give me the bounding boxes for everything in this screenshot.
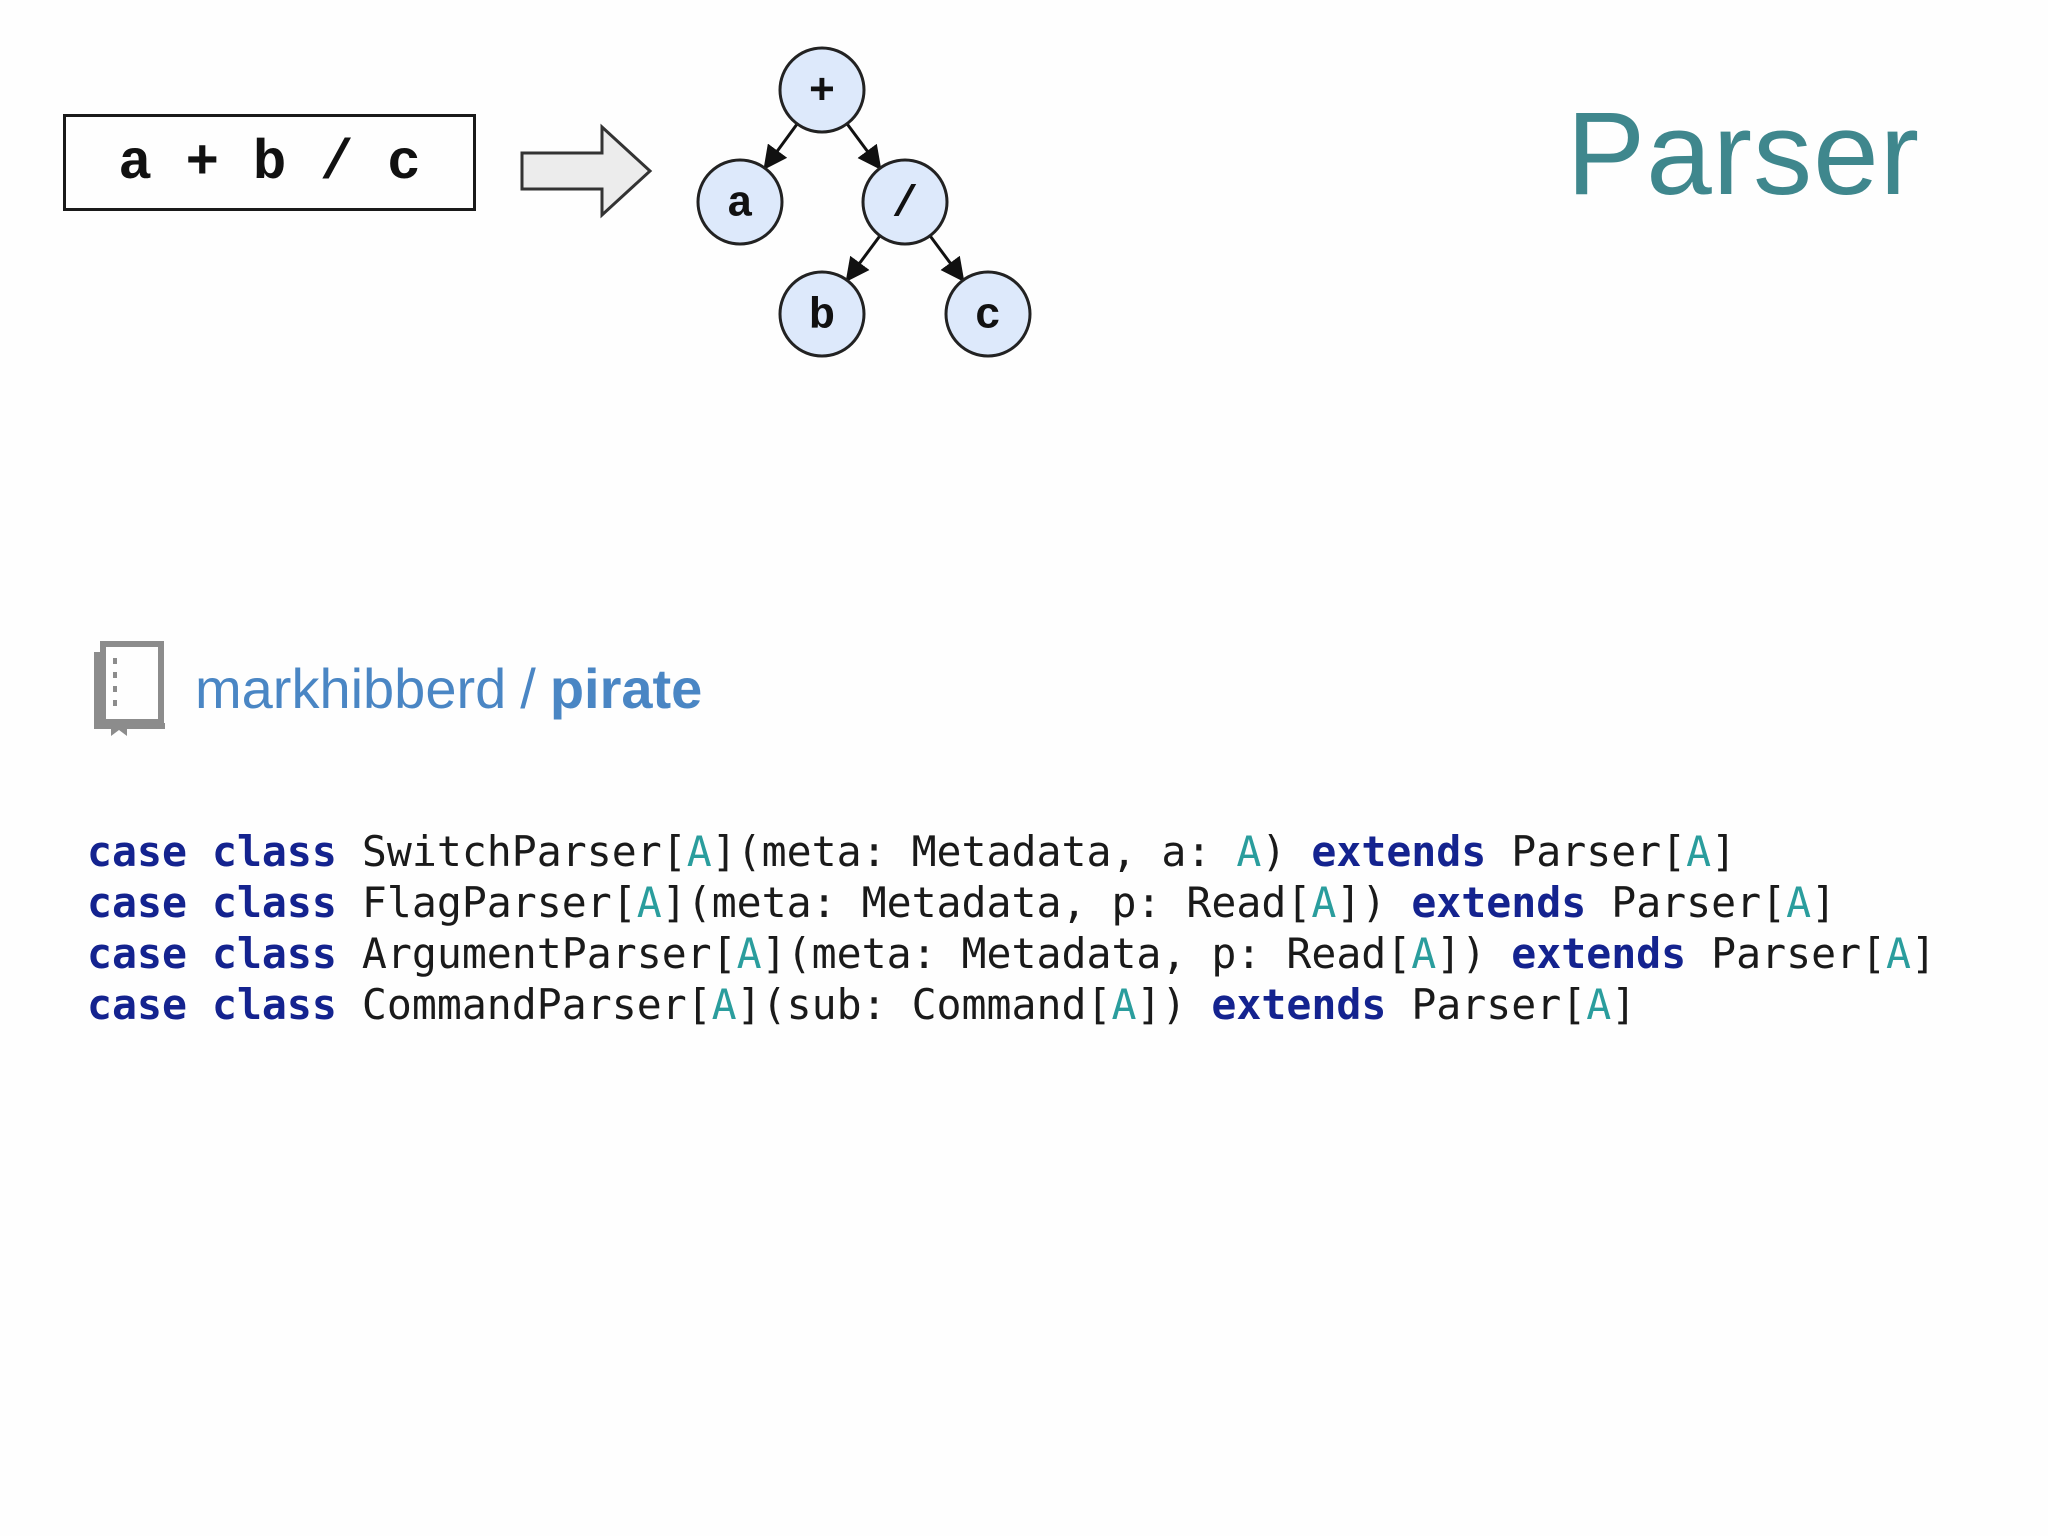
- code-type-param: A: [1411, 929, 1437, 978]
- code-text: ](meta: Metadata, p: Read[: [761, 929, 1412, 978]
- code-keyword: case: [87, 929, 187, 978]
- code-keyword: extends: [1311, 827, 1487, 876]
- code-text: ]: [1811, 878, 1837, 927]
- code-type-param: A: [736, 929, 762, 978]
- tree-node-circle: [696, 158, 784, 246]
- code-type-param: A: [686, 827, 712, 876]
- code-text: ](sub: Command[: [736, 980, 1112, 1029]
- code-type-param: A: [1311, 878, 1337, 927]
- tree-node-label: a: [727, 180, 753, 230]
- code-keyword: class: [211, 827, 337, 876]
- tree-node-plus: +: [778, 46, 866, 134]
- code-text: ](meta: Metadata, p: Read[: [661, 878, 1312, 927]
- code-line: case class ArgumentParser[A](meta: Metad…: [87, 928, 1936, 979]
- tree-node-a: a: [696, 158, 784, 246]
- repo-path[interactable]: markhibberd/pirate: [195, 656, 702, 721]
- code-keyword: extends: [1411, 878, 1587, 927]
- code-keyword: case: [87, 827, 187, 876]
- code-keyword: class: [211, 878, 337, 927]
- tree-edge-div-c: [928, 234, 965, 283]
- code-type-param: A: [1236, 827, 1262, 876]
- code-type-param: A: [711, 980, 737, 1029]
- code-keyword: extends: [1511, 929, 1687, 978]
- repo-name[interactable]: pirate: [549, 656, 703, 720]
- code-text: Parser[: [1386, 980, 1587, 1029]
- code-text: Parser[: [1686, 929, 1887, 978]
- code-keyword: extends: [1211, 980, 1387, 1029]
- code-text: [187, 980, 212, 1029]
- code-text: ]: [1611, 980, 1637, 1029]
- tree-edge-plus-a: [763, 123, 799, 171]
- code-type-param: A: [1686, 827, 1712, 876]
- code-text: [187, 929, 212, 978]
- code-block: case class SwitchParser[A](meta: Metadat…: [87, 826, 1936, 1030]
- code-keyword: class: [211, 980, 337, 1029]
- code-text: ]: [1911, 929, 1937, 978]
- code-text: ](meta: Metadata, a:: [711, 827, 1237, 876]
- tree-node-circle: [944, 270, 1032, 358]
- code-text: [187, 827, 212, 876]
- tree-node-circle: [778, 46, 866, 134]
- tree-edge-div-b: [845, 234, 882, 283]
- code-type-param: A: [1786, 878, 1812, 927]
- tree-node-circle: [778, 270, 866, 358]
- tree-node-label: +: [809, 68, 835, 118]
- code-text: Parser[: [1586, 878, 1787, 927]
- code-keyword: class: [211, 929, 337, 978]
- code-text: ]: [1711, 827, 1737, 876]
- code-keyword: case: [87, 878, 187, 927]
- repo-owner[interactable]: markhibberd: [195, 656, 507, 720]
- code-line: case class SwitchParser[A](meta: Metadat…: [87, 826, 1936, 877]
- code-text: [187, 878, 212, 927]
- code-text: ): [1261, 827, 1312, 876]
- tree-node-b: b: [778, 270, 866, 358]
- repo-link[interactable]: markhibberd/pirate: [93, 640, 702, 736]
- code-text: ]): [1436, 929, 1512, 978]
- tree-node-label: c: [975, 292, 1001, 342]
- code-text: ]): [1136, 980, 1212, 1029]
- code-line: case class CommandParser[A](sub: Command…: [87, 979, 1936, 1030]
- code-text: Parser[: [1486, 827, 1687, 876]
- code-text: CommandParser[: [336, 980, 712, 1029]
- tree-node-label: /: [892, 180, 918, 230]
- code-text: ArgumentParser[: [336, 929, 737, 978]
- page-title: Parser: [1566, 88, 1920, 220]
- code-type-param: A: [1886, 929, 1912, 978]
- code-type-param: A: [636, 878, 662, 927]
- code-line: case class FlagParser[A](meta: Metadata,…: [87, 877, 1936, 928]
- tree-node-circle: [861, 158, 949, 246]
- expression-box: a + b / c: [63, 114, 476, 211]
- code-text: SwitchParser[: [336, 827, 687, 876]
- code-type-param: A: [1586, 980, 1612, 1029]
- tree-edge-plus-div: [845, 122, 882, 171]
- syntax-tree: + a / b c: [696, 46, 1032, 358]
- repo-separator: /: [520, 656, 536, 720]
- tree-node-label: b: [809, 292, 835, 342]
- book-icon: [94, 641, 165, 736]
- code-text: FlagParser[: [336, 878, 637, 927]
- code-text: ]): [1336, 878, 1412, 927]
- tree-node-div: /: [861, 158, 949, 246]
- code-keyword: case: [87, 980, 187, 1029]
- tree-node-c: c: [944, 270, 1032, 358]
- right-arrow-icon: [520, 123, 653, 219]
- code-type-param: A: [1111, 980, 1137, 1029]
